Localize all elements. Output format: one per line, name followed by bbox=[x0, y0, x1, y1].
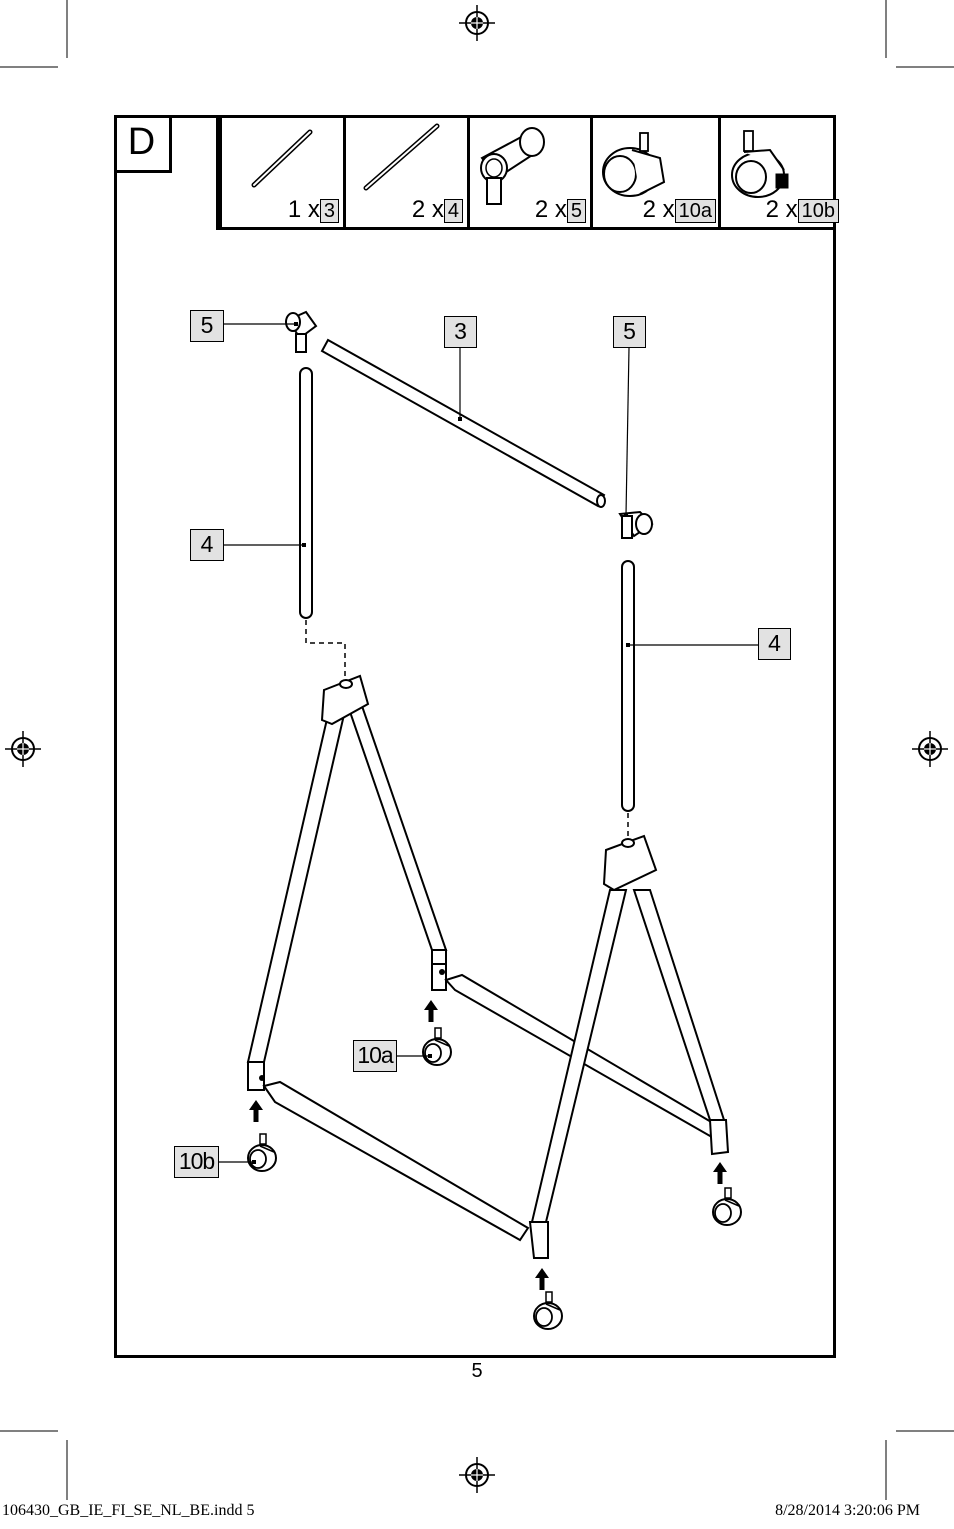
part-number: 4 bbox=[443, 199, 463, 223]
footer-file: 106430_GB_IE_FI_SE_NL_BE.indd 5 bbox=[2, 1502, 255, 1519]
callout-left-pole: 4 bbox=[190, 529, 224, 561]
part-qty: 2 x bbox=[765, 196, 798, 223]
callout-crossbar: 3 bbox=[444, 316, 477, 348]
footer-timestamp: 8/28/2014 3:20:06 PM bbox=[775, 1502, 920, 1519]
page-number: 5 bbox=[471, 1360, 483, 1382]
callout-top-right-connector: 5 bbox=[613, 316, 646, 348]
part-number: 10a bbox=[674, 199, 716, 223]
part-number: 10b bbox=[797, 199, 839, 223]
callout-caster-b: 10b bbox=[174, 1146, 219, 1178]
step-label: D bbox=[114, 115, 172, 173]
part-qty: 2 x bbox=[642, 196, 675, 223]
part-qty: 2 x bbox=[411, 196, 444, 223]
callout-caster-a: 10a bbox=[353, 1040, 397, 1072]
step-frame bbox=[114, 115, 836, 1358]
part-number: 3 bbox=[319, 199, 339, 223]
part-qty: 1 x bbox=[287, 196, 320, 223]
part-qty: 2 x bbox=[534, 196, 567, 223]
callout-right-pole: 4 bbox=[758, 628, 791, 660]
part-number: 5 bbox=[566, 199, 586, 223]
callout-top-left-connector: 5 bbox=[190, 310, 224, 342]
